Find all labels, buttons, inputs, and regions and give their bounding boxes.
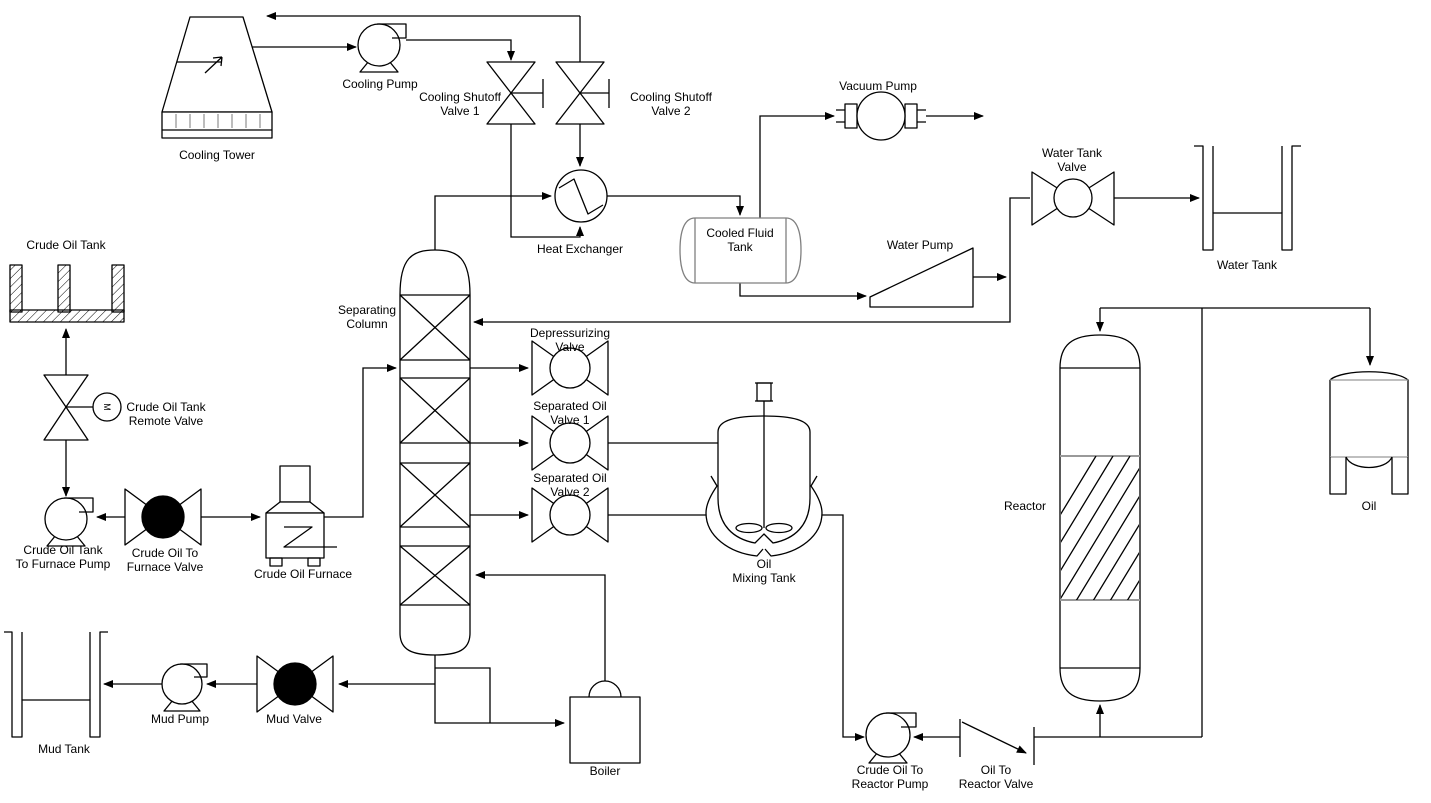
pipes bbox=[62, 12, 1374, 741]
separated-oil-valve-1[interactable] bbox=[531, 415, 609, 471]
water-tank-valve[interactable] bbox=[1031, 171, 1115, 226]
cooling-pump[interactable] bbox=[357, 23, 407, 73]
cooling-tower[interactable] bbox=[161, 16, 273, 139]
pipe-pump-to-valve1 bbox=[406, 39, 515, 61]
cooled-fluid-tank[interactable] bbox=[679, 217, 802, 284]
pipe-stub bbox=[435, 667, 491, 723]
crude-oil-tank-to-furnace-pump[interactable] bbox=[44, 497, 94, 547]
mud-valve[interactable] bbox=[256, 655, 334, 713]
cooling-shutoff-valve-2[interactable] bbox=[555, 61, 610, 125]
crude-oil-tank-remote-valve[interactable]: M bbox=[43, 374, 122, 441]
mud-pump[interactable] bbox=[161, 663, 208, 712]
boiler[interactable] bbox=[569, 680, 641, 764]
crude-oil-tank[interactable] bbox=[9, 264, 125, 323]
pipe-mixtank-to-reactor-pump bbox=[822, 514, 865, 741]
mud-tank[interactable] bbox=[4, 631, 108, 738]
oil-mixing-tank[interactable] bbox=[705, 382, 823, 557]
pipe-column-to-hx bbox=[434, 192, 552, 250]
oil-tank[interactable] bbox=[1329, 371, 1409, 495]
depressurizing-valve[interactable] bbox=[531, 340, 609, 396]
vacuum-pump[interactable] bbox=[836, 91, 926, 141]
heat-exchanger[interactable] bbox=[554, 169, 608, 223]
crude-oil-to-reactor-pump[interactable] bbox=[865, 712, 917, 764]
oil-to-reactor-valve[interactable] bbox=[959, 719, 1035, 765]
pipe-valve1-to-hx bbox=[510, 124, 584, 238]
pipe-junction-to-column bbox=[473, 197, 1030, 326]
pipe-tank-to-water-pump bbox=[739, 283, 867, 300]
pipe-boiler-to-column bbox=[475, 571, 606, 681]
cooling-shutoff-valve-1[interactable] bbox=[486, 61, 544, 125]
reactor[interactable] bbox=[1008, 334, 1215, 702]
water-pump[interactable] bbox=[869, 247, 974, 308]
water-tank[interactable] bbox=[1194, 145, 1301, 251]
pipe-column-to-boiler bbox=[434, 655, 565, 727]
pipe-hx-to-cooled-tank bbox=[607, 195, 744, 216]
crude-oil-furnace[interactable] bbox=[265, 465, 337, 567]
separating-column[interactable] bbox=[399, 249, 471, 656]
crude-oil-to-furnace-valve[interactable] bbox=[124, 488, 202, 546]
pipe-tank-to-vacuum-pump bbox=[759, 112, 835, 218]
svg-text:M: M bbox=[102, 403, 112, 411]
separated-oil-valve-2[interactable] bbox=[531, 487, 609, 543]
pipe-furnace-to-column bbox=[324, 364, 397, 518]
